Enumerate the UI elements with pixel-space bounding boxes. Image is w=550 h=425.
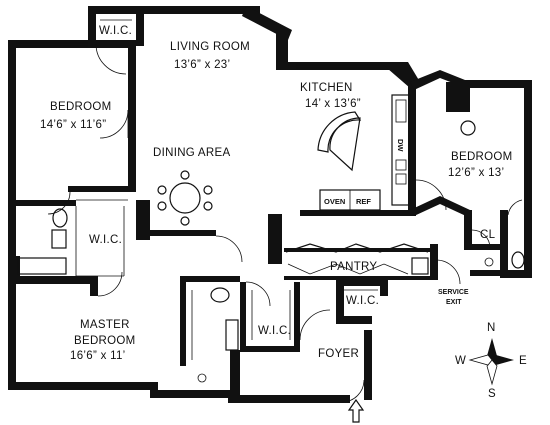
compass-n: N (487, 322, 496, 334)
wic-top-label: W.I.C. (99, 25, 132, 37)
compass-e: E (519, 355, 527, 367)
wic-master-label: W.I.C. (258, 325, 291, 337)
kitchen-label: KITCHEN (300, 82, 353, 94)
compass-s: S (488, 388, 496, 400)
ref-label: REF (356, 197, 371, 206)
wic-foyer-label: W.I.C. (346, 295, 379, 307)
bedroom-west-dims: 14’6” x 11’6” (40, 119, 106, 131)
master-bedroom-dims: 16’6” x 11’ (70, 350, 126, 362)
doors (47, 43, 523, 403)
service-exit-label-2: EXIT (446, 299, 462, 306)
pantry-label: PANTRY (330, 261, 377, 273)
compass-w: W (455, 355, 466, 367)
service-exit-label-1: SERVICE (438, 289, 469, 296)
bedroom-west-label: BEDROOM (50, 101, 112, 113)
wic-mid-label: W.I.C. (89, 234, 122, 246)
bedroom-east-label: BEDROOM (451, 151, 513, 163)
windows (10, 8, 531, 389)
dining-table (157, 170, 213, 226)
oven-label: OVEN (324, 197, 345, 206)
walls (8, 6, 532, 403)
foyer-label: FOYER (318, 348, 359, 360)
entry-arrow-icon (347, 398, 365, 423)
compass-rose-icon (468, 338, 514, 386)
closet-rods (75, 19, 378, 360)
living-room-dims: 13’6” x 23’ (174, 59, 230, 71)
bath-fixtures (17, 120, 525, 383)
cl-label: CL (480, 229, 496, 241)
master-bedroom-label-1: MASTER (80, 319, 130, 331)
bedroom-east-dims: 12’6” x 13’ (448, 167, 504, 179)
living-room-label: LIVING ROOM (170, 41, 250, 53)
master-bedroom-label-2: BEDROOM (74, 335, 136, 347)
kitchen-dims: 14’ x 13’6” (305, 98, 361, 110)
dining-area-label: DINING AREA (153, 147, 230, 159)
dw-label: DW (396, 139, 405, 152)
pantry-shelves (285, 243, 429, 275)
kitchen-counters (317, 94, 411, 211)
